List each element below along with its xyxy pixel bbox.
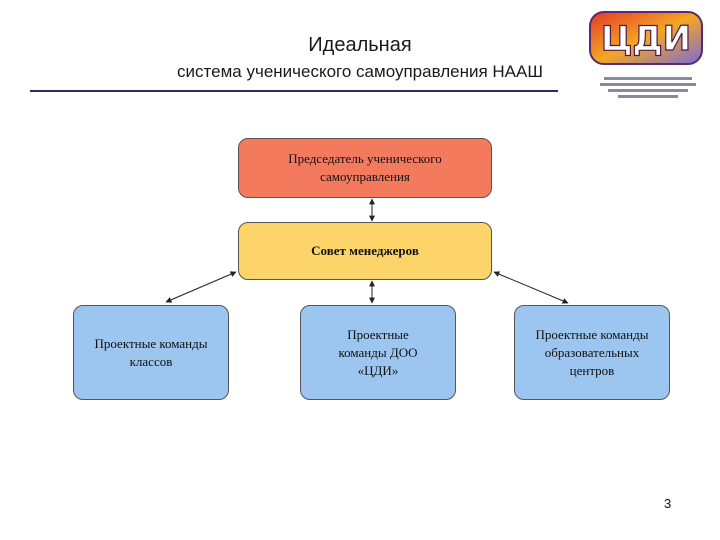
- managers-council-label: Совет менеджеров: [311, 243, 419, 258]
- logo-caption: [598, 74, 698, 101]
- chairman-box: Председатель ученического самоуправления: [238, 138, 492, 198]
- connector-council-centers: [493, 271, 569, 304]
- class-teams-label: Проектные команды классов: [94, 335, 208, 369]
- edu-centers-teams-label: Проектные команды образовательных центро…: [535, 326, 649, 378]
- slide-title-line2: система ученического самоуправления НААШ: [177, 62, 543, 81]
- slide-title-line1: Идеальная: [308, 34, 412, 56]
- cdi-teams-label: Проектные команды ДОО «ЦДИ»: [338, 326, 418, 378]
- page-number: 3: [664, 496, 672, 511]
- connector-council-classes: [165, 271, 237, 303]
- logo: ЦДИ: [589, 11, 703, 65]
- title-underline: [30, 90, 558, 92]
- cdi-teams-box: Проектные команды ДОО «ЦДИ»: [300, 305, 456, 400]
- class-teams-box: Проектные команды классов: [73, 305, 229, 400]
- managers-council-box: Совет менеджеров: [238, 222, 492, 280]
- edu-centers-teams-box: Проектные команды образовательных центро…: [514, 305, 670, 400]
- logo-text: ЦДИ: [601, 19, 691, 59]
- chairman-label: Председатель ученического самоуправления: [288, 151, 442, 184]
